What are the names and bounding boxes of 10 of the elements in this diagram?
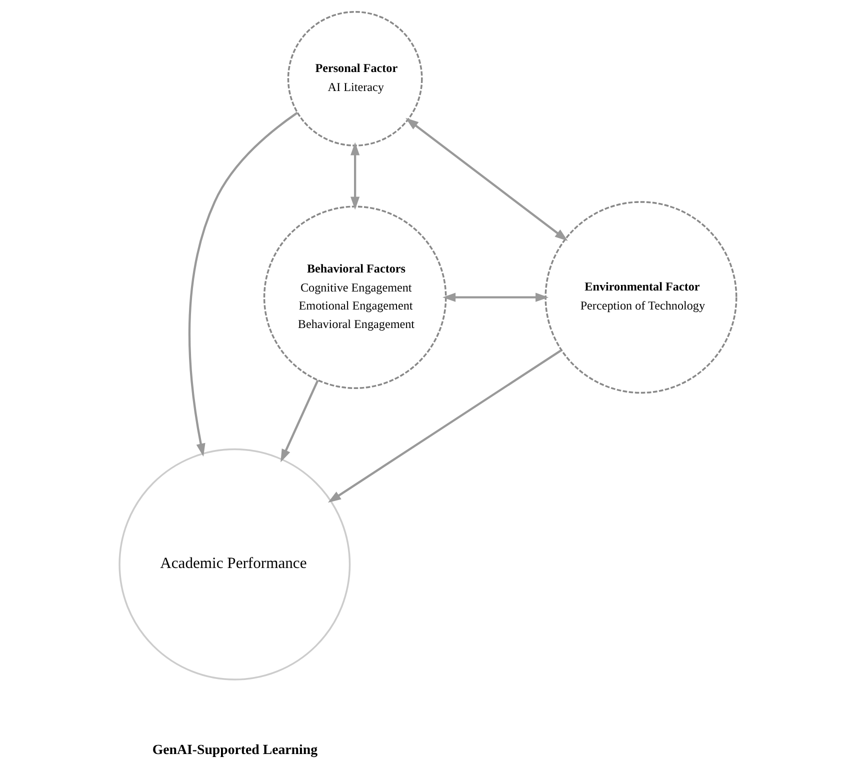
node-circle: Personal Factor AI Literacy: [287, 10, 423, 146]
node-circle: Behavioral Factors Cognitive Engagement Emotional Engagement Behavioral Engagement: [263, 206, 447, 390]
arrow: [406, 118, 568, 241]
arrow: [350, 142, 360, 210]
arrow: [188, 112, 298, 457]
arrow: [280, 380, 319, 462]
label: GenAI-Supported Learning: [152, 742, 318, 757]
arrow: [442, 292, 549, 302]
arrow: [328, 349, 562, 503]
node-circle: Environmental Factor Perception of Technology: [544, 201, 738, 394]
